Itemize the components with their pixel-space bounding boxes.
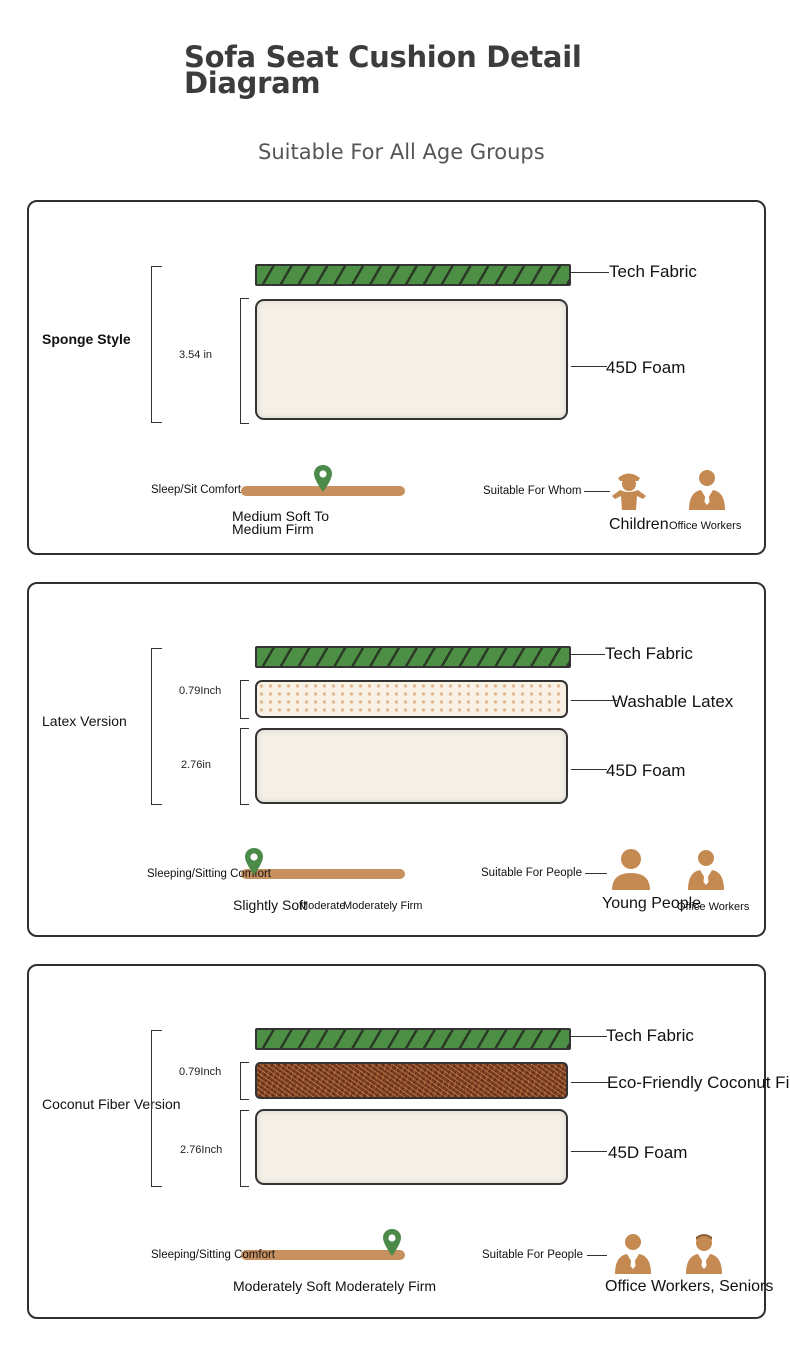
page-subtitle: Suitable For All Age Groups — [258, 140, 545, 164]
office-worker-icon — [613, 1232, 653, 1276]
height-bracket — [151, 1030, 162, 1187]
dimension-label-latex: 0.79Inch — [179, 685, 222, 697]
dimension-label-coconut: 0.79Inch — [179, 1066, 222, 1078]
people-label-secondary: Office Workers — [677, 901, 750, 913]
map-pin-icon — [244, 847, 264, 877]
tech-fabric-layer — [255, 264, 571, 286]
suitable-label: Suitable For People — [481, 867, 583, 879]
coconut-label-clip: Eco-Friendly Coconut Fiber — [607, 1072, 789, 1094]
people-label-clip: Office Workers, Seniors — [603, 1276, 789, 1298]
foam-bracket — [240, 728, 249, 805]
senior-icon — [684, 1232, 724, 1276]
leader-line — [571, 1151, 607, 1153]
title-line-2: Diagram — [184, 66, 321, 100]
leader-line — [587, 1255, 607, 1257]
comfort-level-label: Medium Soft To Medium Firm — [232, 508, 330, 537]
comfort-level-line-1: Medium Soft To — [232, 508, 330, 524]
dimension-label-foam: 2.76in — [181, 759, 211, 771]
foam-layer — [255, 728, 568, 804]
dimension-label: 3.54 in — [179, 349, 213, 361]
layer-label-foam: 45D Foam — [606, 761, 686, 780]
leader-line — [569, 654, 605, 656]
foam-bracket — [240, 298, 249, 424]
latex-bracket — [240, 680, 249, 719]
version-label: Sponge Style — [42, 331, 131, 347]
people-label-primary: Children — [609, 516, 669, 533]
comfort-slider-track — [241, 1250, 405, 1260]
tech-fabric-layer — [255, 1028, 571, 1050]
layer-label-tech-fabric: Tech Fabric — [609, 262, 697, 281]
map-pin-icon — [382, 1228, 402, 1258]
comfort-level-label: Moderately Soft Moderately Firm — [233, 1278, 437, 1294]
office-worker-icon — [686, 848, 726, 892]
people-label-primary: Young People — [602, 895, 702, 912]
page-title: Sofa Seat Cushion Detail Diagram — [184, 40, 584, 100]
comfort-level-moderately-firm: Moderately Firm — [343, 900, 423, 912]
leader-line — [584, 491, 610, 493]
leader-line — [569, 1036, 607, 1038]
comfort-level-moderate: Moderate — [299, 900, 346, 912]
latex-layer — [255, 680, 568, 718]
panel-coconut-fiber-version: Coconut Fiber Version 0.79Inch 2.76Inch … — [27, 964, 789, 1319]
coconut-bracket — [240, 1062, 249, 1100]
layer-label-foam: 45D Foam — [608, 1143, 688, 1162]
title-line-1: Sofa Seat Cushion Detail — [184, 40, 582, 74]
map-pin-icon — [313, 464, 333, 494]
comfort-label: Sleep/Sit Comfort — [151, 484, 242, 496]
leader-line — [571, 700, 617, 702]
suitable-label: Suitable For People — [482, 1249, 584, 1261]
office-worker-icon — [687, 468, 727, 512]
leader-line — [569, 272, 609, 274]
comfort-level-line-2: Medium Firm — [232, 521, 314, 537]
panel-sponge-style: Sponge Style 3.54 in Tech Fabric 45D Foa… — [27, 200, 766, 555]
comfort-label: Sleeping/Sitting Comfort — [151, 1249, 276, 1261]
panel-latex-version: Latex Version 0.79Inch 2.76in Tech Fabri… — [27, 582, 766, 937]
layer-label-tech-fabric: Tech Fabric — [605, 644, 693, 663]
leader-line — [571, 1082, 609, 1084]
version-label: Coconut Fiber Version — [42, 1096, 181, 1112]
dimension-label-foam: 2.76Inch — [180, 1144, 223, 1156]
suitable-label: Suitable For Whom — [483, 485, 582, 497]
comfort-label: Sleeping/Sitting Comfort — [147, 868, 272, 880]
comfort-level-slightly-soft: Slightly Soft — [233, 897, 307, 913]
layer-label-latex: Washable Latex — [612, 692, 734, 711]
people-label-secondary: Office Workers — [669, 520, 742, 532]
height-bracket — [151, 648, 162, 805]
layer-label-coconut: Eco-Friendly Coconut Fiber — [607, 1073, 789, 1092]
child-icon — [609, 468, 649, 512]
coconut-fiber-layer — [255, 1062, 568, 1099]
foam-layer — [255, 299, 568, 420]
comfort-slider-track — [241, 869, 405, 879]
person-icon — [611, 848, 651, 892]
foam-bracket — [240, 1110, 249, 1187]
layer-label-foam: 45D Foam — [606, 358, 686, 377]
height-bracket — [151, 266, 162, 423]
leader-line — [585, 873, 607, 875]
leader-line — [571, 769, 607, 771]
tech-fabric-layer — [255, 646, 571, 668]
leader-line — [571, 366, 607, 368]
people-label-primary: Office Workers, Seniors — [605, 1278, 774, 1295]
version-label: Latex Version — [42, 713, 127, 729]
layer-label-tech-fabric: Tech Fabric — [606, 1026, 694, 1045]
foam-layer — [255, 1109, 568, 1185]
